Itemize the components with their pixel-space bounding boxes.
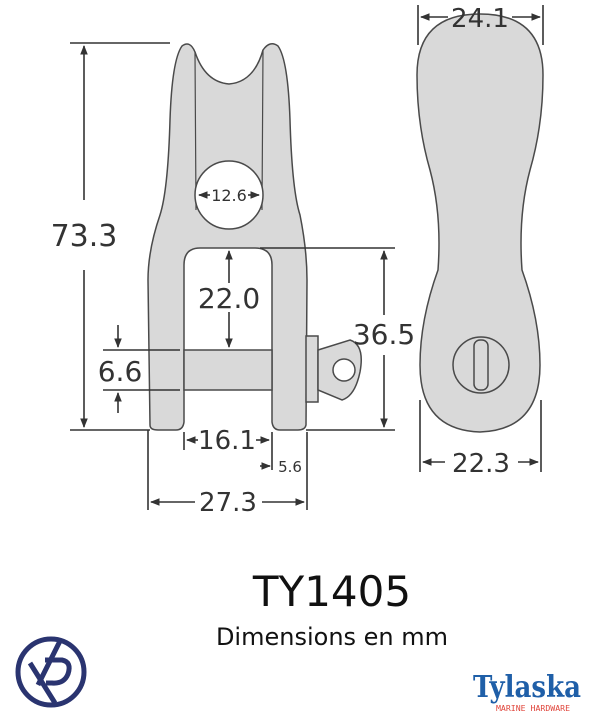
pin [183, 349, 273, 391]
pin-diameter-label: 6.6 [98, 355, 143, 388]
overall-width-label: 27.3 [199, 488, 257, 518]
hole-diameter-label: 12.6 [211, 186, 247, 205]
inner-height-label: 22.0 [198, 282, 260, 315]
tylaska-brand: Tylaska [473, 670, 581, 705]
side-pin-slot [473, 339, 489, 391]
inner-width-label: 16.1 [198, 426, 256, 456]
pin-eye-hole [332, 358, 356, 382]
center-hole [194, 160, 264, 230]
subtitle: Dimensions en mm [216, 623, 448, 651]
side-top-width-label: 24.1 [451, 4, 509, 34]
tylaska-logo: Tylaska MARINE HARDWARE [473, 670, 581, 713]
side-body [416, 13, 544, 433]
overall-height-label: 73.3 [51, 219, 118, 254]
side-bottom-width-label: 22.3 [452, 449, 510, 479]
shackle-body [147, 43, 308, 431]
dimension-lines [70, 5, 544, 510]
xp-logo [15, 636, 87, 708]
leg-width-label: 5.6 [278, 458, 302, 476]
product-title: TY1405 [252, 567, 411, 616]
pin-nut [305, 335, 319, 403]
pin-to-top-label: 36.5 [353, 318, 415, 351]
shackle-side-view [416, 13, 544, 433]
shackle-front-view [147, 43, 362, 431]
tylaska-tagline: MARINE HARDWARE [496, 704, 570, 713]
